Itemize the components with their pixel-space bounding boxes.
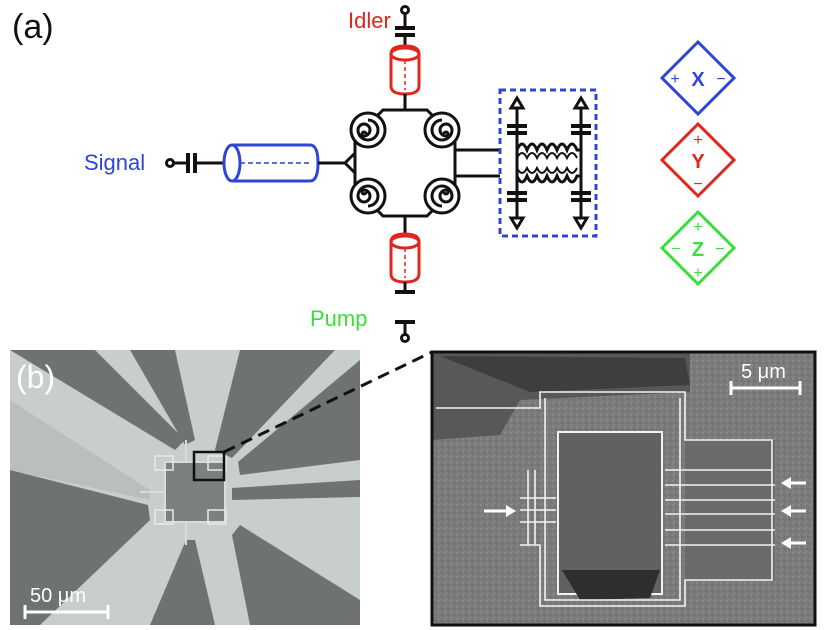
sem-frame (430, 350, 817, 627)
arrow-right-junction-1 (781, 477, 806, 489)
shunt-circuit (507, 95, 591, 231)
signal-label: Signal (84, 150, 145, 175)
mode-y-symbol: Y (691, 151, 705, 173)
idler-label: Idler (348, 8, 391, 33)
zoom-line-top (223, 350, 433, 454)
sem-micrograph (432, 352, 815, 625)
spiral-top-right (423, 111, 461, 149)
pump-label: Pump (310, 306, 367, 331)
mode-x-diamond: X + − (659, 39, 737, 117)
panel-b-label: (b) (16, 359, 55, 395)
mode-y-mark-bottom: − (693, 176, 702, 193)
panel-a-label: (a) (12, 8, 54, 46)
arrow-left-junction (484, 505, 516, 517)
josephson-ring-modulator (343, 100, 500, 226)
pump-transmission-line (389, 232, 421, 284)
spiral-bottom-left (349, 177, 387, 215)
zoom-box (192, 450, 226, 482)
spiral-top-left (349, 111, 387, 149)
signal-transmission-line (222, 143, 320, 183)
pump-port (395, 282, 415, 343)
idler-transmission-line (389, 44, 421, 96)
spiral-bottom-right (423, 177, 461, 215)
signal-port (165, 153, 224, 173)
mode-z-mark-top: + (693, 219, 702, 236)
arrow-right-junction-3 (781, 537, 806, 549)
shunt-box (498, 88, 598, 238)
mode-x-symbol: X (691, 69, 705, 91)
scalebar-right-label: 5 μm (741, 361, 786, 383)
mode-x-mark-left: + (670, 71, 679, 88)
mode-x-mark-right: − (716, 71, 725, 88)
mode-y-mark-top: + (693, 132, 702, 149)
mode-y-diamond: Y + − (659, 121, 737, 199)
optical-micrograph (10, 350, 360, 625)
idler-port (395, 5, 415, 48)
mode-z-symbol: Z (692, 239, 704, 261)
mode-z-mark-right: − (715, 241, 724, 258)
mode-z-mark-left: − (671, 241, 680, 258)
mode-z-mark-bottom: + (693, 265, 702, 282)
scalebar-left-label: 50 μm (30, 585, 86, 607)
arrow-right-junction-2 (781, 505, 806, 517)
mode-z-diamond: Z − − + + (659, 209, 737, 287)
